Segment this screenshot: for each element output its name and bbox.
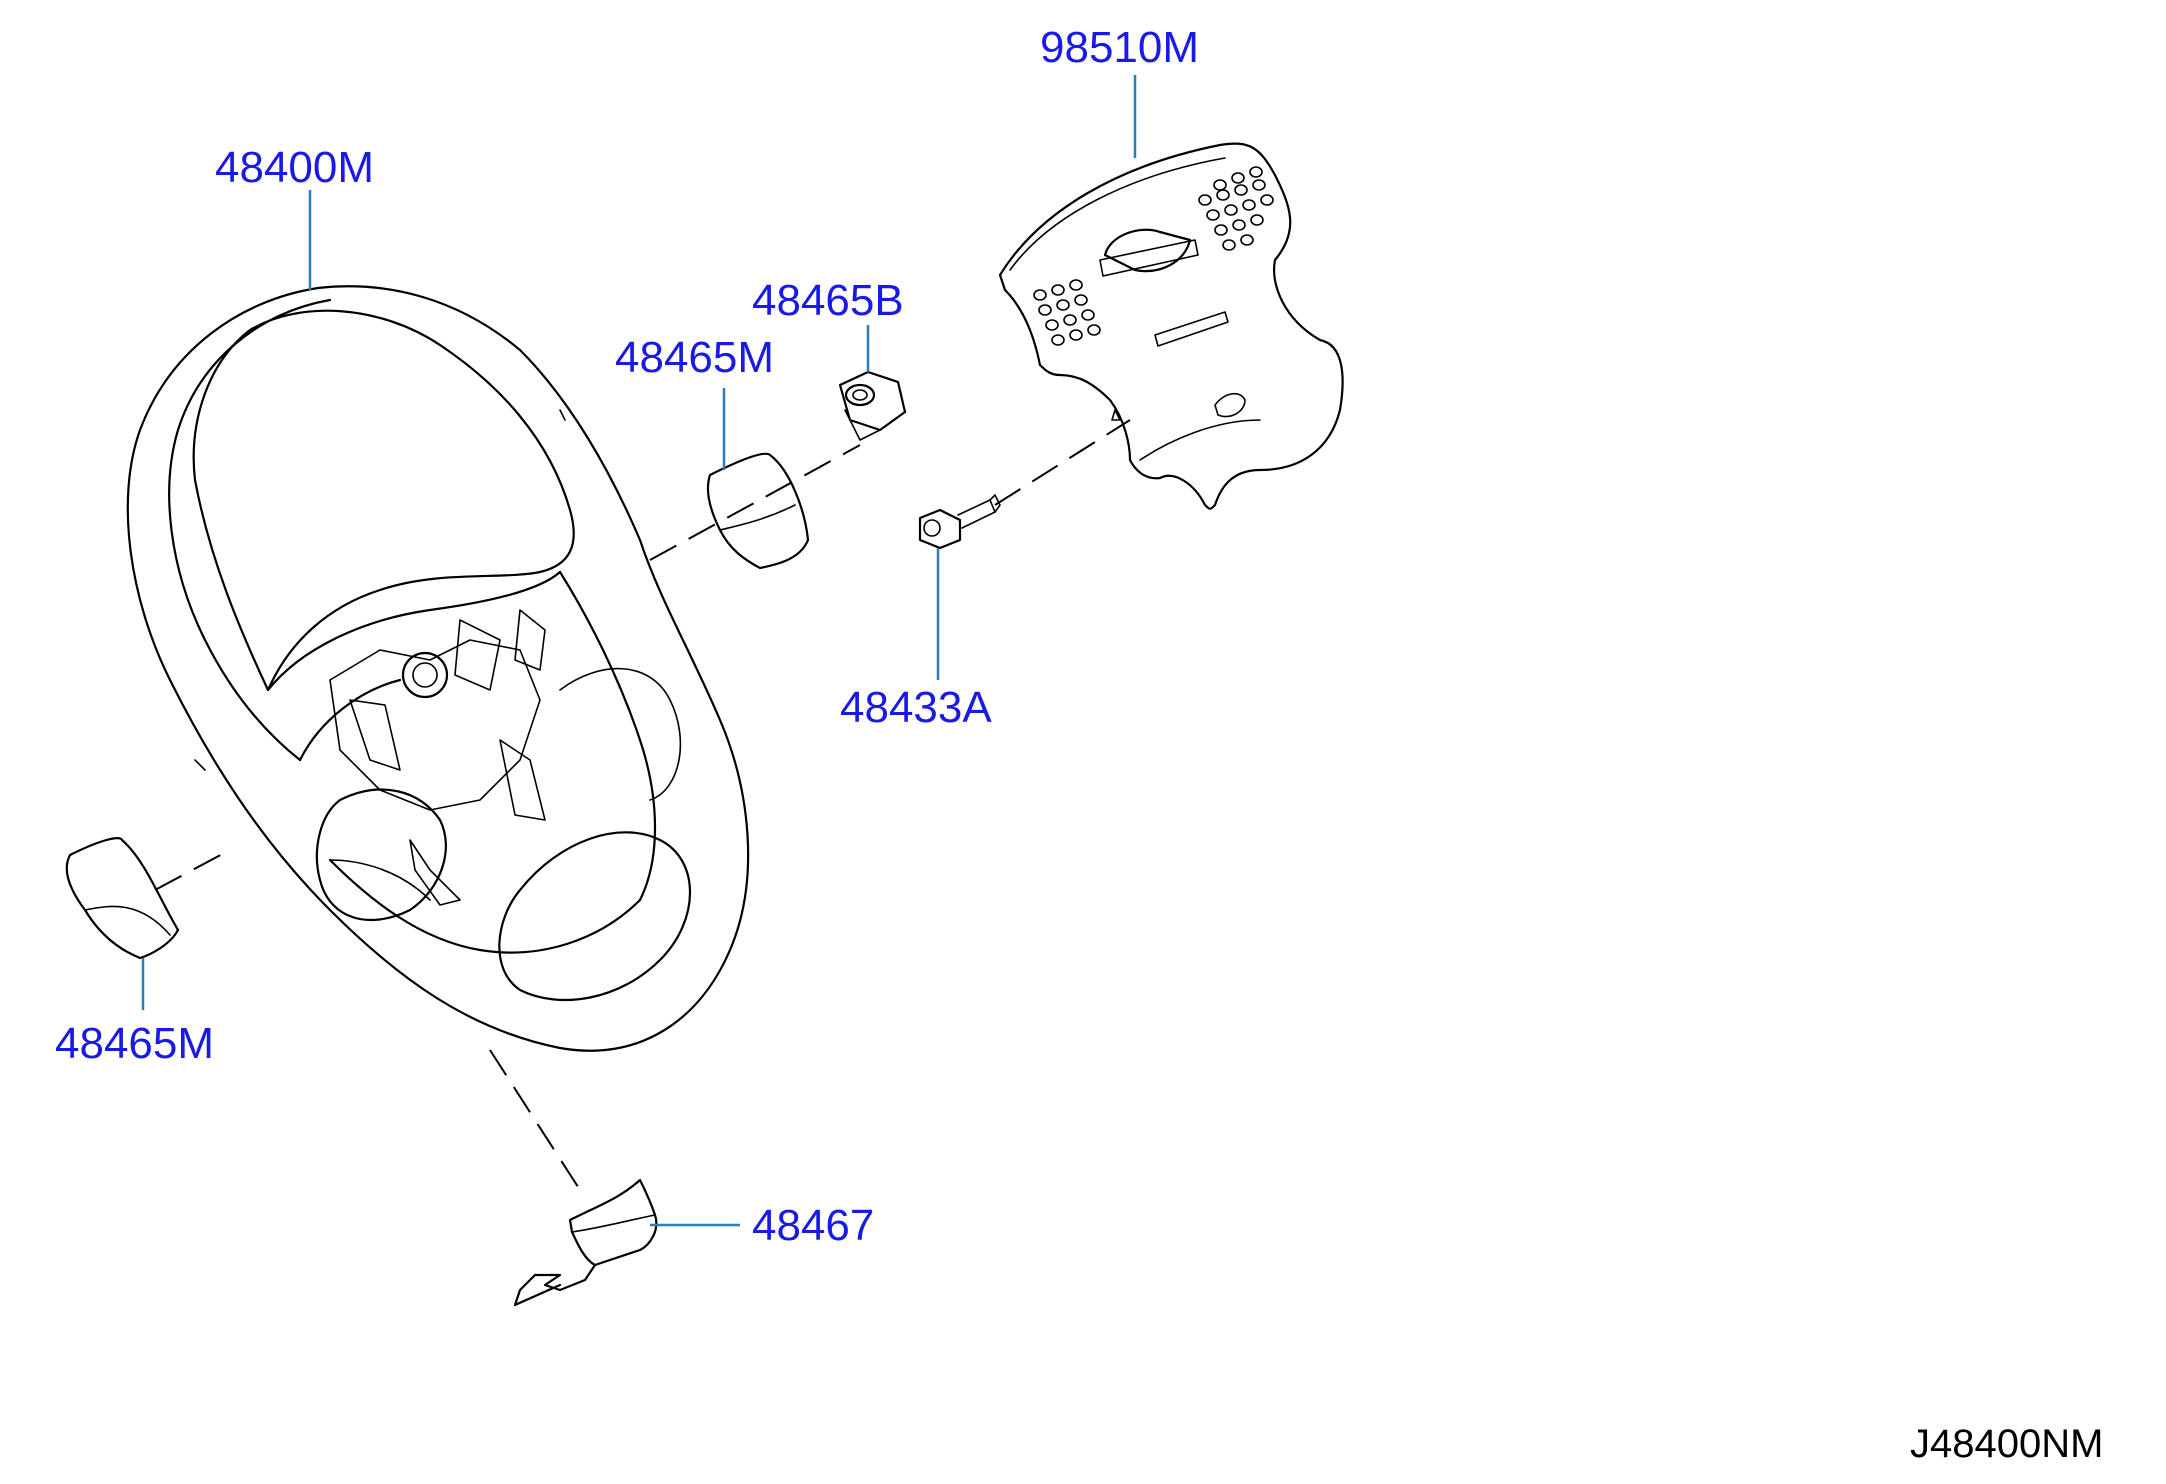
connector-drawing [918, 494, 1001, 550]
pad-vent-holes-left [1033, 279, 1101, 346]
airbag-pad-drawing [998, 142, 1344, 510]
part-label-bolt: 48465B [752, 276, 904, 325]
part-label-lower-cover: 48467 [752, 1201, 874, 1250]
part-label-cover-right: 48465M [615, 333, 774, 382]
steering-wheel-drawing [126, 285, 750, 1052]
pad-vent-holes-right [1198, 166, 1274, 251]
part-label-wheel: 48400M [215, 143, 374, 192]
diagram-reference-code: J48400NM [1910, 1422, 2103, 1466]
part-label-connector: 48433A [840, 683, 992, 732]
axis-line-upper [649, 444, 861, 561]
bolt-drawing [838, 370, 907, 441]
axis-line-pad [994, 419, 1131, 506]
axis-line-lower [489, 1049, 581, 1191]
horn-cover-left-drawing [65, 837, 180, 960]
axis-line-left [154, 849, 231, 891]
pad-emblem [1103, 228, 1192, 273]
part-label-pad: 98510M [1040, 23, 1199, 72]
pad-slot [1154, 311, 1229, 347]
horn-cover-right-drawing [706, 452, 810, 570]
lower-cover-drawing [513, 1178, 658, 1307]
part-label-cover-left: 48465M [55, 1019, 214, 1068]
